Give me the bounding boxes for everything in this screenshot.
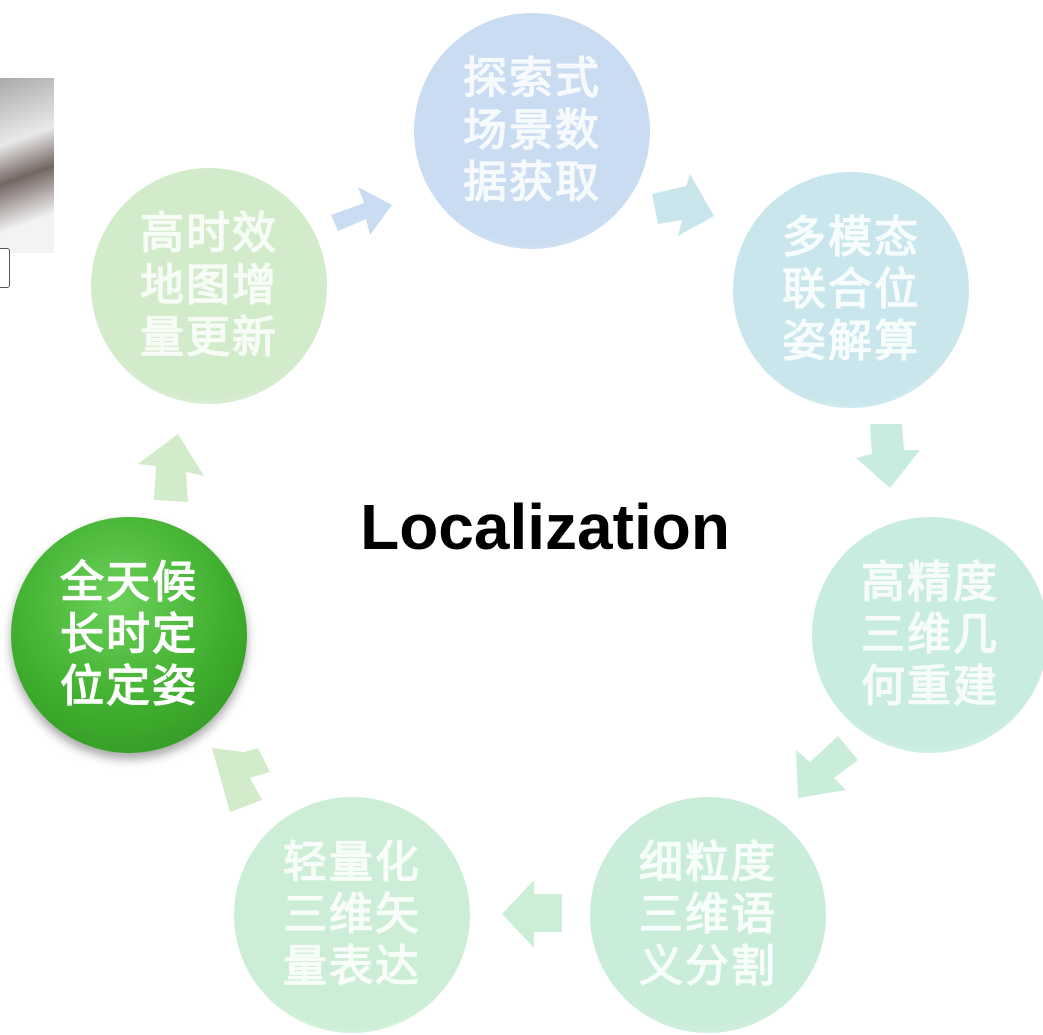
- node-explore-label: 探索式场景数据获取: [463, 53, 601, 208]
- arrow-vector-to-localize-icon: [212, 748, 270, 812]
- photo-thumbnail: [0, 78, 54, 253]
- center-title: Localization: [360, 491, 730, 563]
- node-semantic-label: 细粒度三维语义分割: [639, 837, 777, 992]
- arrow-semantic-to-vector-icon: [502, 880, 562, 948]
- arrow-update-to-explore-icon: [331, 187, 392, 235]
- node-pose: 多模态联合位姿解算: [733, 172, 969, 408]
- node-update-label: 高时效地图增量更新: [140, 208, 278, 363]
- arrow-localize-to-update-icon: [138, 434, 204, 502]
- arrow-explore-to-pose-icon: [652, 174, 714, 236]
- thumbnail-tag: [0, 248, 10, 288]
- node-vector: 轻量化三维矢量表达: [234, 797, 470, 1033]
- node-semantic: 细粒度三维语义分割: [590, 797, 826, 1033]
- node-recon: 高精度三维几何重建: [812, 517, 1043, 753]
- node-update: 高时效地图增量更新: [91, 168, 327, 404]
- node-explore: 探索式场景数据获取: [414, 13, 650, 249]
- node-localize: 全天候长时定位定姿: [11, 517, 247, 753]
- node-localize-label: 全天候长时定位定姿: [60, 557, 198, 712]
- arrow-recon-to-semantic-icon: [796, 736, 858, 798]
- node-recon-label: 高精度三维几何重建: [861, 557, 999, 712]
- node-vector-label: 轻量化三维矢量表达: [283, 837, 421, 992]
- arrow-pose-to-recon-icon: [856, 424, 920, 488]
- node-pose-label: 多模态联合位姿解算: [782, 212, 920, 367]
